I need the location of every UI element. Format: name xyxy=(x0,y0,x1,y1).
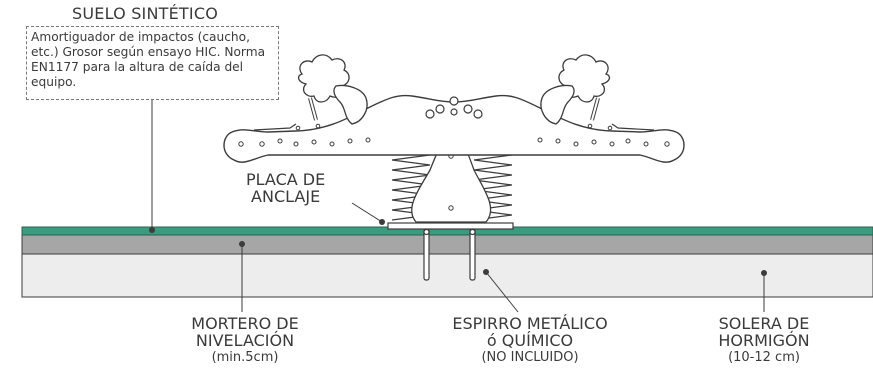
center-circles xyxy=(425,96,483,119)
mortar-layer xyxy=(21,234,873,255)
anchor-bolt-label: ESPIRRO METÁLICO ó QUÍMICO (NO INCLUIDO) xyxy=(440,314,620,365)
concrete-slab-label-line1: SOLERA DE xyxy=(718,314,810,333)
concrete-slab-label: SOLERA DE HORMIGÓN (10-12 cm) xyxy=(694,314,834,365)
anchor-plate xyxy=(387,222,514,230)
leader-lines xyxy=(151,100,765,313)
concrete-slab-label-line2: HORMIGÓN xyxy=(718,330,810,350)
concrete-slab-label-sub: (10-12 cm) xyxy=(728,349,800,365)
anchor-plate-label: PLACA DE ANCLAJE xyxy=(246,171,325,205)
anchor-plate-label-line2: ANCLAJE xyxy=(251,187,321,206)
handle-right xyxy=(540,84,575,125)
anchor-bolt-label-line1: ESPIRRO METÁLICO xyxy=(452,314,608,333)
concrete-slab-layer xyxy=(21,252,873,298)
anchor-plate-label-line1: PLACA DE xyxy=(246,170,326,189)
mortar-label-line2: NIVELACIÓN xyxy=(195,330,295,350)
mortar-label-sub: (min.5cm) xyxy=(211,349,279,365)
synthetic-floor-title: SUELO SINTÉTICO xyxy=(72,4,218,23)
anchor-bolt-label-line2: ó QUÍMICO xyxy=(486,330,574,350)
leader-dots xyxy=(149,219,767,276)
synthetic-floor-description: Amortiguador de impactos (caucho, etc.) … xyxy=(26,26,279,100)
handle-left xyxy=(333,84,368,125)
mortar-label-line1: MORTERO DE xyxy=(191,314,299,333)
mortar-label: MORTERO DE NIVELACIÓN (min.5cm) xyxy=(165,314,325,365)
anchor-bolt-label-sub: (NO INCLUIDO) xyxy=(481,349,579,365)
beam-holes xyxy=(238,123,670,147)
